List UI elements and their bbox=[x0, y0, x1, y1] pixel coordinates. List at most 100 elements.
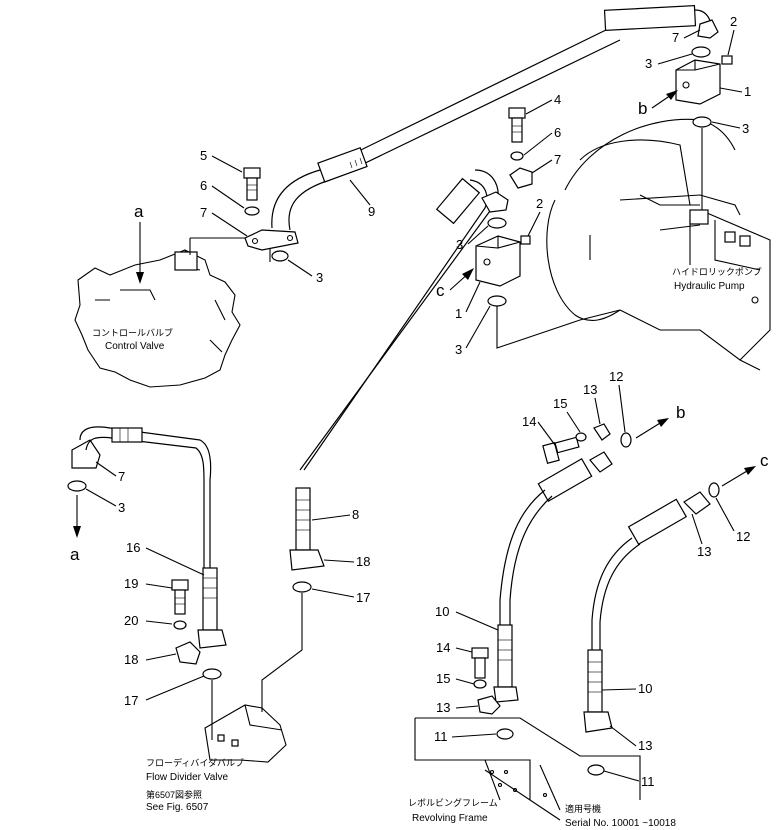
revolving-frame-label-jp: レボルビングフレーム bbox=[408, 797, 498, 808]
o-ring-11-left bbox=[496, 728, 514, 740]
hose-13-right bbox=[583, 491, 711, 733]
label-3-top-right: 3 bbox=[645, 56, 652, 71]
flange-18-left bbox=[175, 641, 201, 665]
label-14-upper: 14 bbox=[522, 414, 536, 429]
o-ring-12-upper bbox=[620, 432, 632, 448]
elbow-top-right bbox=[603, 5, 719, 39]
label-3-pump: 3 bbox=[742, 121, 749, 136]
hydraulic-pump-label-jp: ハイドロリックポンプ bbox=[672, 267, 762, 277]
bolt-14-lower bbox=[471, 647, 489, 679]
label-6-middle: 6 bbox=[554, 125, 561, 140]
label-7-middle: 7 bbox=[554, 152, 561, 167]
o-ring-12-lower bbox=[708, 482, 720, 498]
flow-divider-label-en: Flow Divider Valve bbox=[146, 772, 228, 783]
see-fig-label-jp: 第6507図参照 bbox=[146, 789, 202, 800]
label-11-right: 11 bbox=[641, 774, 655, 789]
o-ring-3-top-right bbox=[691, 46, 711, 58]
label-3-middle-top: 3 bbox=[456, 237, 463, 252]
ref-b-pump: b bbox=[638, 99, 647, 118]
washer-15-lower bbox=[473, 679, 487, 689]
ref-c-lower: c bbox=[760, 451, 769, 470]
label-17-left: 17 bbox=[124, 693, 138, 708]
control-valve-label-en: Control Valve bbox=[105, 341, 165, 352]
label-1-top-right: 1 bbox=[744, 84, 751, 99]
o-ring-3-pump bbox=[692, 116, 712, 128]
flange-7-middle bbox=[509, 167, 533, 189]
label-2-top-right: 2 bbox=[730, 14, 737, 29]
bolt-4-middle bbox=[508, 107, 526, 143]
o-ring-17-center bbox=[292, 581, 312, 593]
serial-label-jp: 適用号機 bbox=[565, 803, 601, 814]
label-13-right: 13 bbox=[697, 544, 711, 559]
hose-9 bbox=[271, 27, 621, 231]
flow-divider-valve-illustration bbox=[204, 704, 287, 763]
label-13-lower-right: 13 bbox=[638, 738, 652, 753]
label-12-upper: 12 bbox=[609, 369, 623, 384]
label-18-center: 18 bbox=[356, 554, 370, 569]
label-12-lower: 12 bbox=[736, 529, 750, 544]
label-15-lower: 15 bbox=[436, 671, 450, 686]
o-ring-17-left bbox=[202, 668, 222, 680]
label-13-lower-left: 13 bbox=[436, 700, 450, 715]
label-16: 16 bbox=[126, 540, 140, 555]
o-ring-3-middle-bottom bbox=[487, 295, 507, 307]
block-1-middle bbox=[475, 235, 521, 287]
label-3-middle-bottom: 3 bbox=[455, 342, 462, 357]
hose-16 bbox=[197, 567, 227, 649]
ref-a-lower: a bbox=[70, 545, 80, 564]
label-2-middle: 2 bbox=[536, 196, 543, 211]
ref-b-lower: b bbox=[676, 403, 685, 422]
label-7-lower-left: 7 bbox=[118, 469, 125, 484]
see-fig-label-en: See Fig. 6507 bbox=[146, 802, 209, 813]
label-5-left: 5 bbox=[200, 148, 207, 163]
revolving-frame-illustration bbox=[414, 717, 641, 821]
label-7-left: 7 bbox=[200, 205, 207, 220]
flange-13-upper bbox=[593, 423, 611, 441]
label-4-middle: 4 bbox=[554, 92, 561, 107]
serial-label-en: Serial No. 10001 ~10018 bbox=[565, 818, 676, 829]
control-valve-illustration bbox=[74, 249, 241, 388]
label-10-right: 10 bbox=[638, 681, 652, 696]
hose-8 bbox=[289, 487, 325, 571]
label-18-left: 18 bbox=[124, 652, 138, 667]
plug-2-middle bbox=[520, 235, 531, 245]
label-13-upper: 13 bbox=[583, 382, 597, 397]
washer-20 bbox=[173, 620, 187, 630]
label-17-center: 17 bbox=[356, 590, 370, 605]
label-11-left: 11 bbox=[434, 729, 448, 744]
washer-15-upper bbox=[575, 432, 587, 442]
label-7-top-right: 7 bbox=[672, 30, 679, 45]
hydraulic-pump-label-en: Hydraulic Pump bbox=[674, 281, 745, 292]
label-3-lower-left: 3 bbox=[118, 500, 125, 515]
hose-middle bbox=[299, 169, 509, 471]
revolving-frame-label-en: Revolving Frame bbox=[412, 813, 488, 824]
flange-7-left bbox=[244, 229, 299, 251]
hose-left-lower bbox=[71, 426, 212, 570]
label-15-upper: 15 bbox=[553, 396, 567, 411]
flow-divider-label-jp: フローディバイダバルブ bbox=[146, 757, 244, 768]
o-ring-3-middle-top bbox=[487, 217, 507, 229]
ref-a-top: a bbox=[134, 202, 144, 221]
label-10-left: 10 bbox=[435, 604, 449, 619]
bolt-14-upper bbox=[542, 436, 580, 464]
ref-c-middle: c bbox=[436, 281, 445, 300]
control-valve-label-jp: コントロールバルブ bbox=[92, 327, 173, 338]
hydraulic-pump-illustration bbox=[546, 118, 771, 371]
label-19: 19 bbox=[124, 576, 138, 591]
label-6-left: 6 bbox=[200, 178, 207, 193]
label-3-left: 3 bbox=[316, 270, 323, 285]
hose-10-left bbox=[493, 451, 613, 703]
bolt-19 bbox=[171, 579, 189, 615]
label-1-middle: 1 bbox=[455, 306, 462, 321]
plug-2-top-right bbox=[721, 55, 733, 65]
o-ring-11-right bbox=[587, 764, 605, 776]
label-8: 8 bbox=[352, 507, 359, 522]
bolt-5-left bbox=[243, 167, 261, 201]
washer-6-left bbox=[244, 206, 260, 216]
washer-6-middle bbox=[510, 151, 524, 161]
label-9: 9 bbox=[368, 204, 375, 219]
o-ring-3-lower-left bbox=[67, 480, 87, 492]
label-14-lower: 14 bbox=[436, 640, 450, 655]
block-1-top-right bbox=[675, 59, 721, 105]
